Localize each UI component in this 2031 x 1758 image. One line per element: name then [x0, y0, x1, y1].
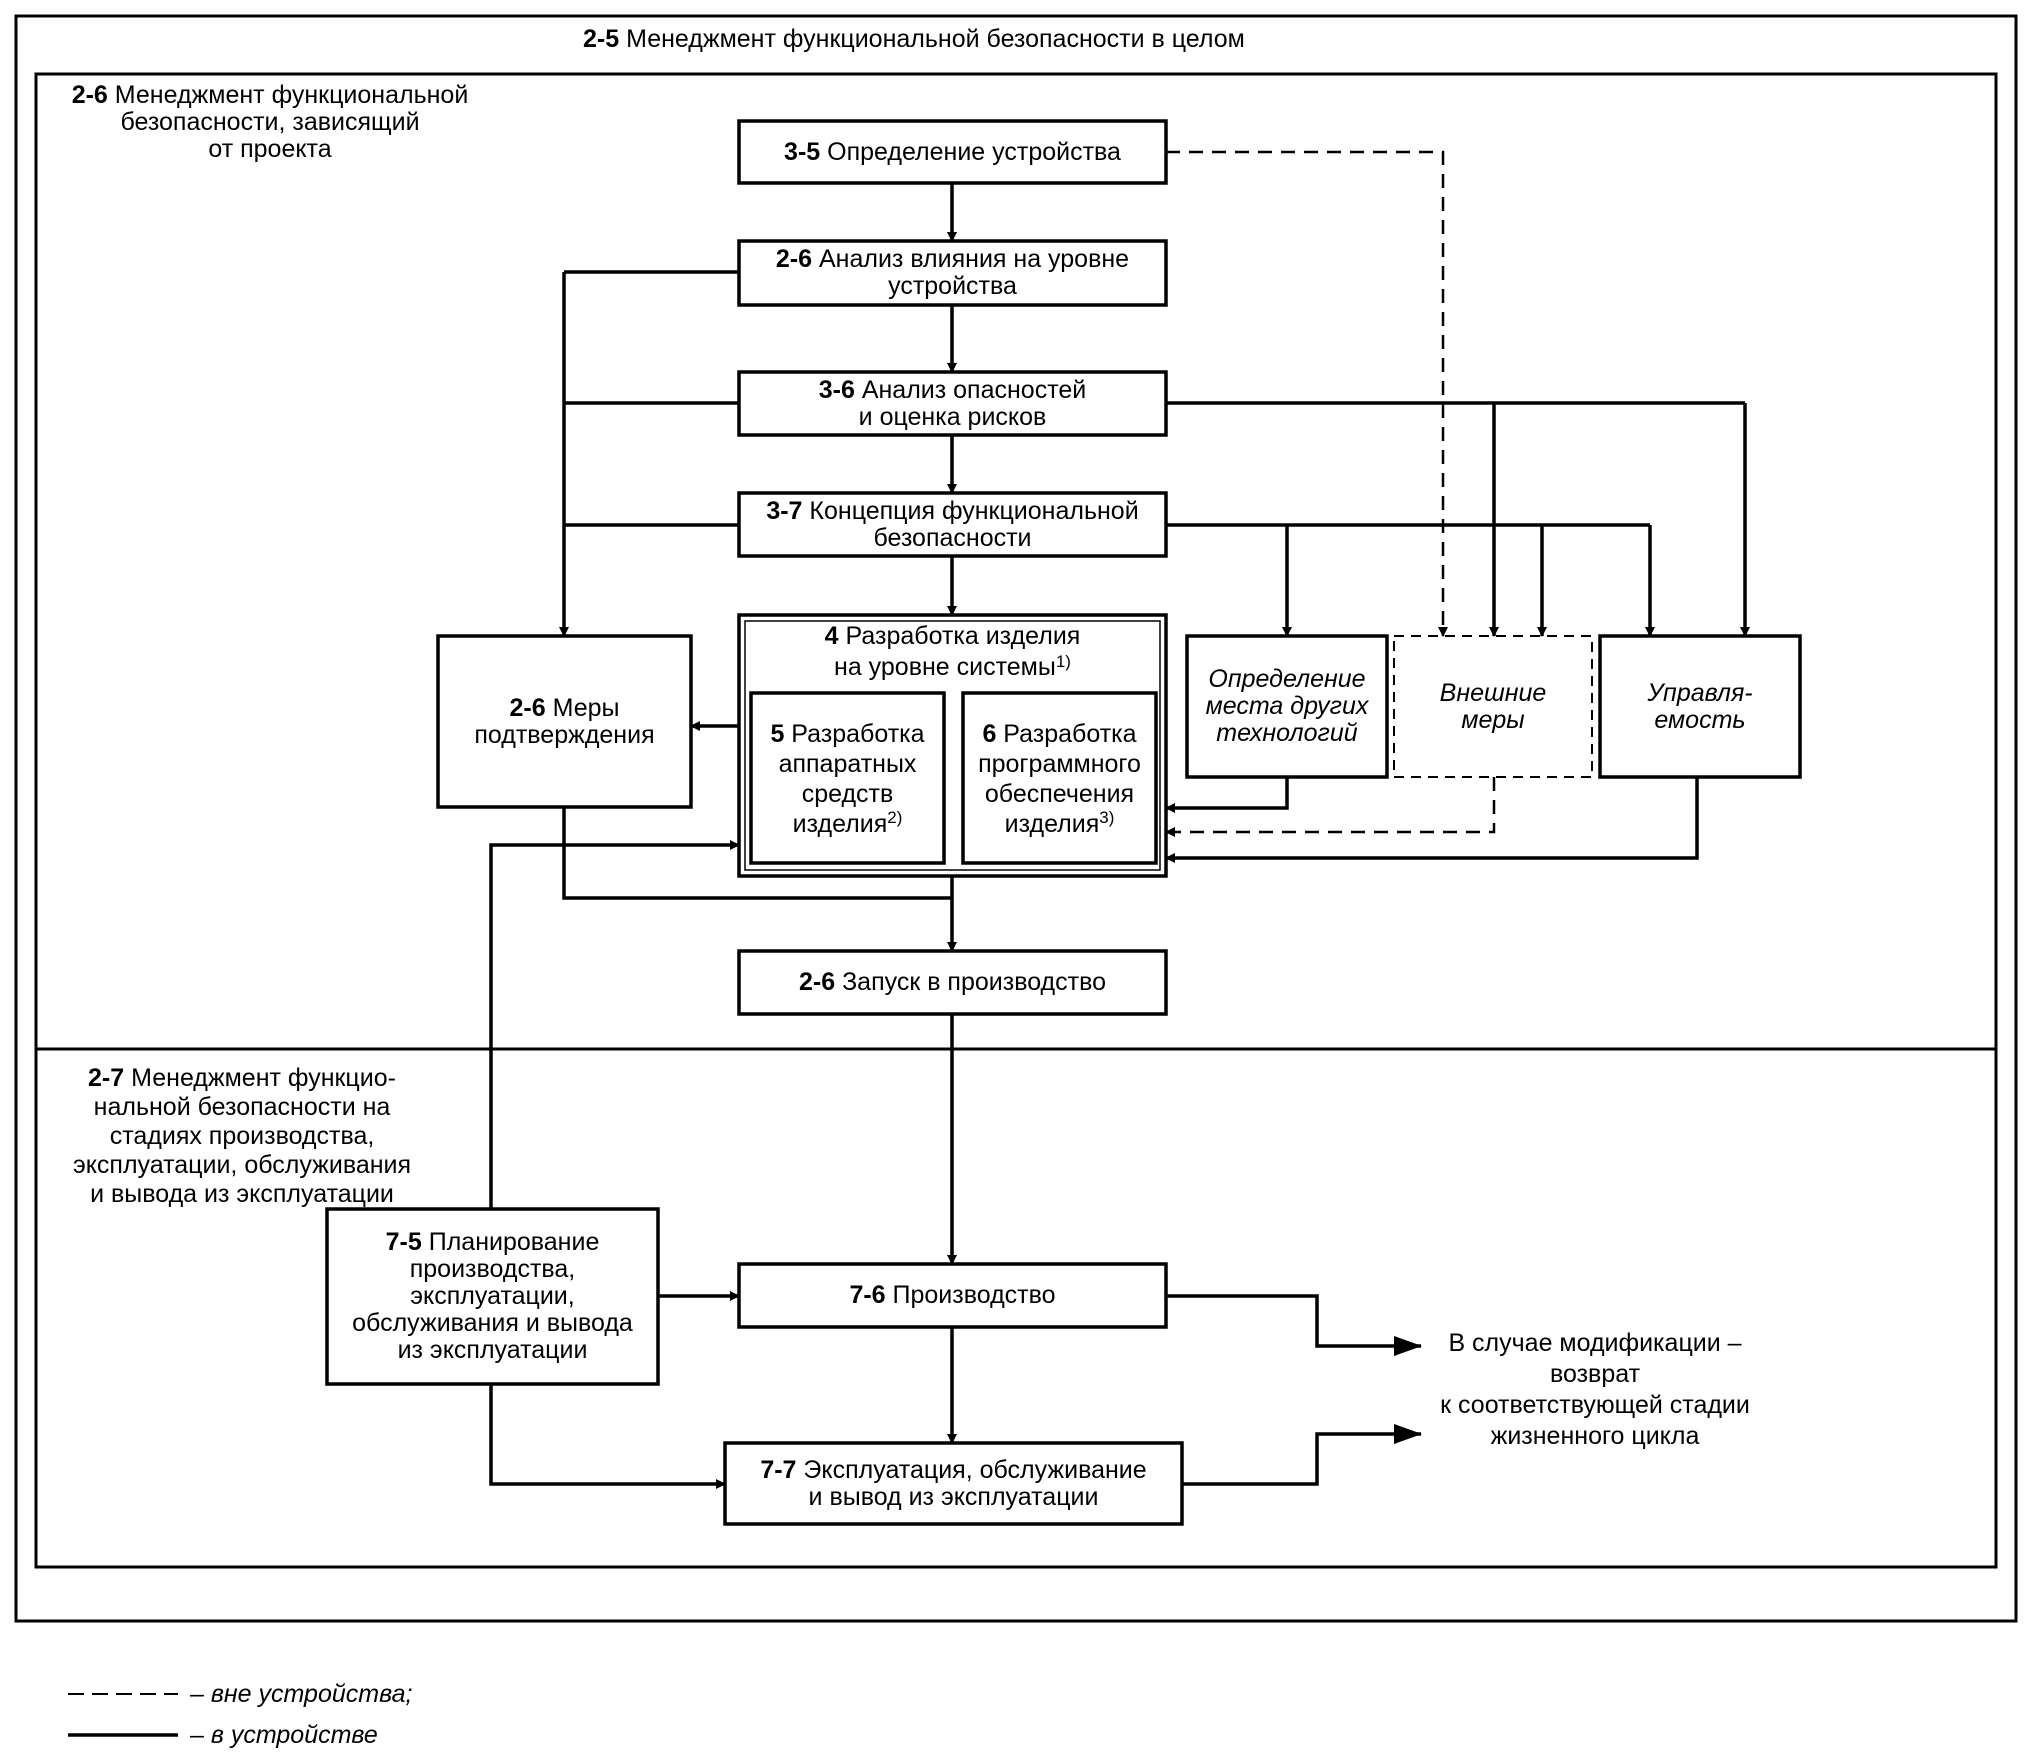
frame-overall-title: 2-5 Менеджмент функциональной безопаснос…: [583, 25, 1245, 53]
box-controllability: [1598, 634, 1802, 779]
box-confirmation-measures: [436, 634, 693, 809]
box-hardware-development: [749, 691, 946, 865]
label-controllability: Управля- емость: [1647, 678, 1753, 734]
label-other-technologies: Определение места других технологий: [1205, 665, 1369, 747]
connectors-right: [1165, 401, 1750, 863]
connectors-lower: [489, 1291, 1422, 1489]
label-confirmation-measures: 2-6 Меры подтверждения: [474, 693, 655, 749]
frame-overall: [14, 14, 2018, 1623]
connectors-left: [489, 270, 952, 1209]
legend-solid-text: – в устройстве: [190, 1721, 378, 1749]
label-safety-concept: 3-7 Концепция функциональной безопасност…: [766, 496, 1139, 552]
label-production: 7-6 Производство: [849, 1281, 1056, 1309]
label-external-measures: Внешние меры: [1439, 678, 1547, 734]
box-software-development: [961, 691, 1158, 865]
frame-project: [34, 72, 1998, 1051]
label-impact-analysis: 2-6 Анализ влияния на уровне устройства: [775, 245, 1130, 300]
label-hazard-analysis: 3-6 Анализ опасностей и оценка рисков: [818, 375, 1087, 431]
label-hardware-development: 5 Разработка аппаратных средств изделия2…: [770, 720, 925, 838]
box-external-measures: [1393, 635, 1593, 778]
label-production-planning: 7-5 Планирование производства, эксплуата…: [352, 1228, 633, 1364]
label-item-definition: 3-5 Определение устройства: [784, 137, 1121, 166]
connectors-dashed: [1165, 150, 1496, 837]
frame-production: [34, 1047, 1998, 1569]
modification-note: В случае модификации – возврат к соответ…: [1440, 1329, 1750, 1450]
box-other-technologies: [1185, 634, 1389, 779]
frame-production-title: 2-7 Менеджмент функцио- нальной безопасн…: [72, 1064, 412, 1208]
label-software-development: 6 Разработка программного обеспечения из…: [978, 720, 1141, 838]
label-system-development: 4 Разработка изделия на уровне системы1): [824, 622, 1081, 681]
box-system-development-inner: [744, 620, 1161, 871]
box-release-for-production: [737, 949, 1168, 1016]
label-operation: 7-7 Эксплуатация, обслуживание и вывод и…: [760, 1455, 1147, 1511]
box-item-definition: [737, 119, 1168, 185]
label-release-for-production: 2-6 Запуск в производство: [798, 968, 1107, 996]
legend-dashed-text: – вне устройства;: [190, 1680, 413, 1708]
frame-project-title: 2-6 Менеджмент функциональной безопаснос…: [71, 81, 469, 163]
